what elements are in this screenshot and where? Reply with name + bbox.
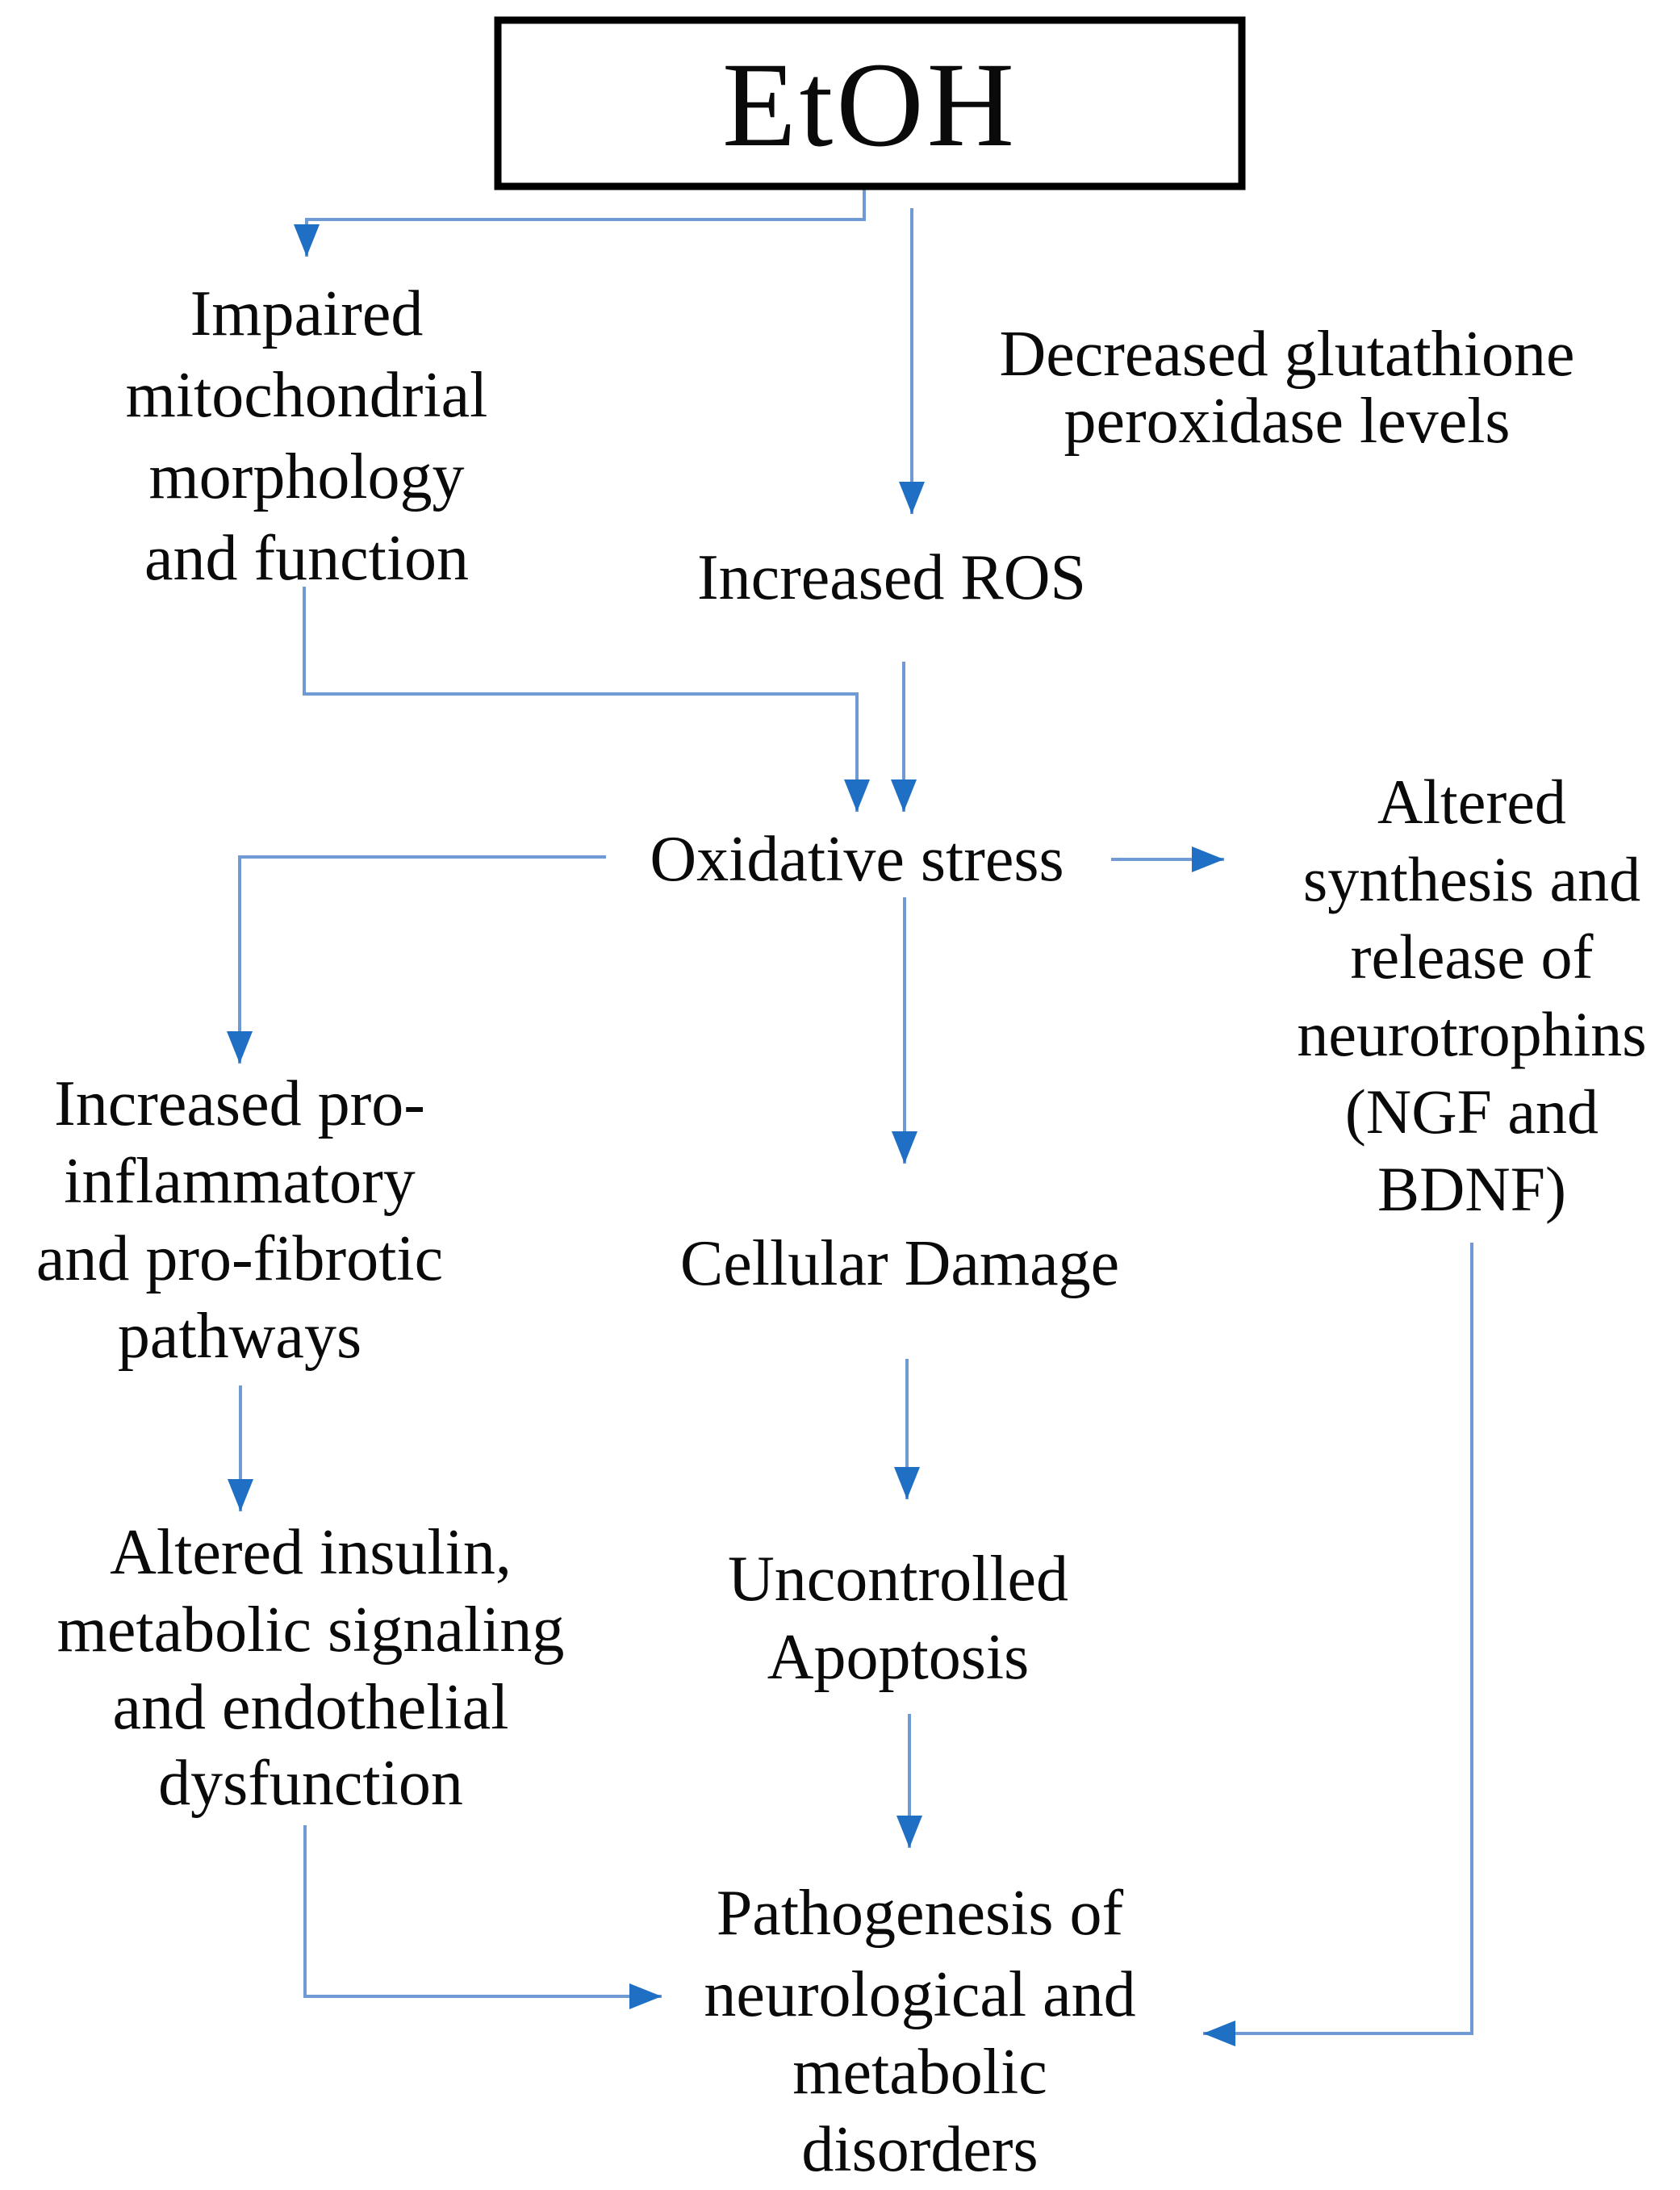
node-line: BDNF) bbox=[1377, 1154, 1566, 1224]
arrow-altered-insulin-to-pathogenesis bbox=[303, 1825, 662, 2009]
node-line: (NGF and bbox=[1345, 1076, 1599, 1147]
node-line: Altered bbox=[1377, 767, 1566, 837]
node-increased-ros: Increased ROS bbox=[697, 542, 1086, 613]
node-altered-insulin: Altered insulin, metabolic signaling and… bbox=[57, 1517, 565, 1819]
node-line: and pro-fibrotic bbox=[36, 1223, 443, 1294]
node-line: inflammatory bbox=[64, 1146, 415, 1217]
node-pathogenesis: Pathogenesis of neurological and metabol… bbox=[704, 1878, 1135, 2185]
node-line: Altered insulin, bbox=[110, 1517, 512, 1588]
node-line: Impaired bbox=[190, 278, 424, 349]
etoh-label: EtOH bbox=[722, 38, 1018, 172]
node-line: Increased pro- bbox=[54, 1068, 425, 1139]
node-line: neurotrophins bbox=[1297, 999, 1646, 1069]
node-pro-inflammatory: Increased pro- inflammatory and pro-fibr… bbox=[36, 1068, 443, 1372]
arrow-neurotrophins-to-pathogenesis bbox=[1203, 1243, 1473, 2046]
node-line: pathways bbox=[118, 1301, 361, 1372]
node-line: dysfunction bbox=[158, 1748, 463, 1819]
node-line: Oxidative stress bbox=[650, 824, 1064, 895]
node-line: metabolic signaling bbox=[57, 1594, 565, 1665]
node-uncontrolled-apoptosis: Uncontrolled Apoptosis bbox=[728, 1544, 1068, 1693]
node-line: disorders bbox=[801, 2114, 1038, 2185]
arrow-impaired-to-oxidative-stress bbox=[303, 587, 870, 812]
node-line: Apoptosis bbox=[767, 1622, 1030, 1693]
node-line: release of bbox=[1351, 922, 1594, 992]
node-line: and function bbox=[144, 523, 469, 594]
node-line: synthesis and bbox=[1303, 844, 1640, 914]
etoh-box bbox=[494, 16, 1246, 190]
node-line: Cellular Damage bbox=[680, 1228, 1119, 1299]
node-line: Uncontrolled bbox=[728, 1544, 1068, 1615]
node-impaired-mitochondrial: Impaired mitochondrial morphology and fu… bbox=[126, 278, 488, 594]
node-line: Increased ROS bbox=[697, 542, 1086, 613]
node-line: peroxidase levels bbox=[1064, 386, 1510, 457]
node-line: Decreased glutathione bbox=[999, 319, 1574, 390]
node-line: Pathogenesis of bbox=[717, 1878, 1124, 1949]
node-line: mitochondrial bbox=[126, 360, 488, 431]
node-line: and endothelial bbox=[113, 1672, 509, 1743]
node-oxidative-stress: Oxidative stress bbox=[650, 824, 1064, 895]
arrow-etoh-to-impaired bbox=[294, 187, 866, 257]
node-cellular-damage: Cellular Damage bbox=[680, 1228, 1119, 1299]
node-etoh: EtOH bbox=[494, 16, 1246, 190]
arrow-oxidative-to-pro-inflammatory bbox=[227, 855, 606, 1064]
node-decreased-glutathione: Decreased glutathione peroxidase levels bbox=[999, 319, 1574, 457]
node-line: metabolic bbox=[792, 2037, 1047, 2108]
node-line: neurological and bbox=[704, 1959, 1135, 2030]
node-line: morphology bbox=[148, 441, 464, 512]
node-altered-neurotrophins: Altered synthesis and release of neurotr… bbox=[1297, 767, 1646, 1224]
